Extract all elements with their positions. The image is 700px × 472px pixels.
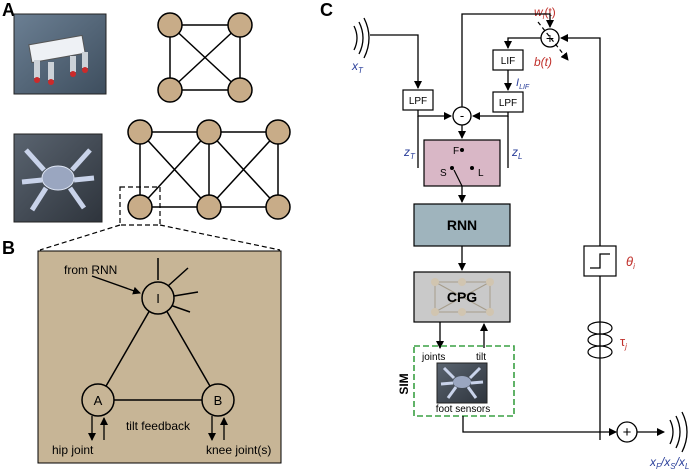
mode-switch bbox=[423, 139, 501, 187]
sum-to-lif-wire bbox=[504, 37, 541, 49]
graph-node bbox=[127, 194, 153, 220]
node-i bbox=[141, 281, 175, 315]
from-rnn-label: from RNN bbox=[64, 263, 117, 277]
sim-label: SIM bbox=[397, 373, 411, 394]
lpf-right-label: LPF bbox=[499, 98, 517, 109]
x-t-wire bbox=[370, 34, 422, 89]
step-function-icon bbox=[590, 253, 610, 269]
w-i-label: wi(t) bbox=[534, 5, 556, 21]
knee-joint-label: knee joint(s) bbox=[206, 443, 271, 457]
quadruped-cpg-graph bbox=[157, 12, 253, 103]
oscillator-triangle bbox=[91, 258, 219, 401]
node-b-label: B bbox=[214, 393, 223, 408]
node-i-label: I bbox=[156, 291, 160, 306]
rnn-block bbox=[413, 203, 511, 247]
panel-c-label: C bbox=[320, 0, 333, 20]
switch-l-label: L bbox=[478, 168, 484, 179]
panel-b-label: B bbox=[2, 238, 15, 258]
graph-node bbox=[265, 194, 291, 220]
switch-s-label: S bbox=[440, 168, 447, 179]
subtract-node-sign: - bbox=[460, 108, 464, 123]
weight-adjust-arrow bbox=[537, 21, 569, 61]
graph-node bbox=[127, 119, 153, 145]
feedback-wire bbox=[560, 34, 601, 440]
graph-node bbox=[157, 12, 183, 38]
output-signal-label: xF/xS/xL bbox=[649, 455, 689, 471]
rnn-label: RNN bbox=[447, 217, 477, 233]
joints-label: joints bbox=[421, 352, 445, 363]
sound-input-icon bbox=[353, 17, 370, 59]
foot-sensors-label: foot sensors bbox=[436, 404, 490, 415]
sum-node-top-sign: + bbox=[546, 30, 554, 46]
zoom-line-left bbox=[39, 224, 121, 251]
sim-robot-image bbox=[436, 362, 488, 404]
graph-node bbox=[196, 194, 222, 220]
tilt-label: tilt bbox=[476, 352, 486, 363]
sound-output-icon bbox=[669, 411, 688, 453]
node-b bbox=[201, 383, 235, 417]
cpg-graph-watermark bbox=[431, 278, 494, 316]
sum-node-output-sign: + bbox=[623, 424, 632, 441]
sensors-to-output-wire bbox=[462, 416, 617, 436]
lpf-left-to-subtract bbox=[417, 110, 452, 120]
graph-node bbox=[227, 77, 253, 103]
graph-node bbox=[265, 119, 291, 145]
node-a-label: A bbox=[94, 393, 103, 408]
cpg-label: CPG bbox=[447, 289, 477, 305]
delay-coil-icon bbox=[587, 321, 613, 359]
z-l-label: zL bbox=[511, 145, 522, 161]
top-loop-wire bbox=[461, 13, 554, 108]
b-t-label: b(t) bbox=[534, 55, 552, 69]
graph-node bbox=[157, 77, 183, 103]
sim-box bbox=[413, 345, 515, 417]
lpf-left-label: LPF bbox=[409, 96, 427, 107]
x-t-label: xT bbox=[351, 59, 364, 75]
z-t-label: zT bbox=[403, 145, 416, 161]
tilt-feedback-label: tilt feedback bbox=[126, 419, 191, 433]
graph-node bbox=[227, 12, 253, 38]
zoom-line-right bbox=[159, 224, 281, 251]
hip-joint-label: hip joint bbox=[52, 443, 94, 457]
quadruped-robot-image bbox=[13, 13, 107, 95]
theta-label: θi bbox=[626, 254, 635, 271]
graph-node bbox=[196, 119, 222, 145]
node-a bbox=[81, 383, 115, 417]
lif-label: LIF bbox=[501, 56, 515, 67]
i-lif-label: ILIF bbox=[516, 77, 530, 91]
hexapod-robot-image bbox=[13, 133, 103, 223]
switch-lever bbox=[453, 169, 463, 187]
hexapod-cpg-graph bbox=[127, 119, 291, 220]
zoom-box bbox=[119, 186, 161, 226]
panel-a-label: A bbox=[2, 0, 15, 20]
switch-f-label: F bbox=[453, 146, 459, 157]
tau-label: τj bbox=[620, 334, 627, 351]
